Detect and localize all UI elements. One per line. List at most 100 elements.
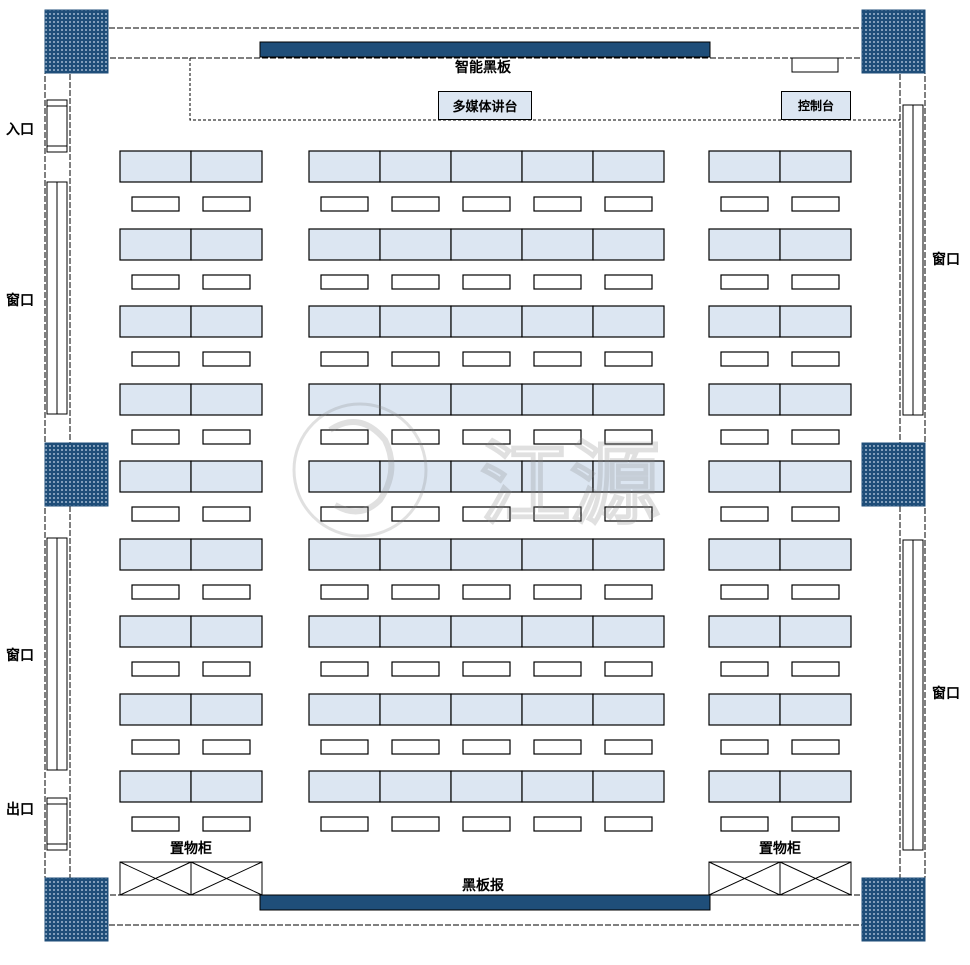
window-left-bottom-label: 窗口 <box>6 648 34 664</box>
chair <box>320 429 369 445</box>
chair <box>533 584 582 600</box>
pillar-bottom-left <box>44 877 109 942</box>
chair <box>791 584 840 600</box>
chair <box>720 661 769 677</box>
chair <box>391 429 440 445</box>
chair <box>720 351 769 367</box>
desk <box>450 615 523 648</box>
desk <box>521 770 594 803</box>
chair <box>533 816 582 832</box>
desk <box>450 693 523 726</box>
desk <box>190 770 263 803</box>
chair <box>533 274 582 290</box>
desk <box>521 383 594 416</box>
chair <box>202 506 251 522</box>
desk <box>521 150 594 183</box>
smart-blackboard <box>259 41 711 58</box>
desk <box>521 460 594 493</box>
desk <box>308 538 381 571</box>
chair <box>533 196 582 212</box>
desk <box>308 228 381 261</box>
chair <box>462 739 511 755</box>
desk <box>521 693 594 726</box>
desk <box>592 305 665 338</box>
desk <box>779 228 852 261</box>
desk <box>308 615 381 648</box>
chair <box>791 274 840 290</box>
window-right-bottom-label: 窗口 <box>932 686 960 702</box>
chair <box>320 196 369 212</box>
blackboard-newspaper <box>259 894 711 911</box>
chair <box>720 274 769 290</box>
chair <box>720 584 769 600</box>
chair <box>391 274 440 290</box>
chair <box>320 739 369 755</box>
desk <box>592 538 665 571</box>
chair <box>462 661 511 677</box>
desk <box>190 228 263 261</box>
desk <box>119 770 192 803</box>
podium-label: 多媒体讲台 <box>438 91 532 120</box>
desk <box>779 460 852 493</box>
chair <box>131 661 180 677</box>
chair <box>791 429 840 445</box>
desk <box>190 383 263 416</box>
desk <box>119 615 192 648</box>
desk <box>592 693 665 726</box>
desk <box>379 538 452 571</box>
chair <box>202 429 251 445</box>
desk <box>119 228 192 261</box>
pillar-mid-right <box>861 442 926 507</box>
desk <box>190 150 263 183</box>
desk <box>379 693 452 726</box>
desk <box>779 305 852 338</box>
chair <box>320 661 369 677</box>
desk <box>779 150 852 183</box>
chair <box>131 584 180 600</box>
chair <box>320 584 369 600</box>
chair <box>462 584 511 600</box>
chair <box>604 506 653 522</box>
chair <box>131 351 180 367</box>
desk <box>450 228 523 261</box>
desk <box>379 460 452 493</box>
desk <box>708 383 781 416</box>
desk <box>308 693 381 726</box>
desk <box>450 770 523 803</box>
desk <box>521 538 594 571</box>
desk <box>708 228 781 261</box>
chair <box>202 661 251 677</box>
chair <box>604 351 653 367</box>
chair <box>462 429 511 445</box>
chair <box>462 816 511 832</box>
desk <box>779 615 852 648</box>
desk <box>119 383 192 416</box>
locker-left <box>119 861 263 896</box>
desk <box>119 460 192 493</box>
chair <box>791 661 840 677</box>
desk <box>521 615 594 648</box>
desk <box>190 460 263 493</box>
desk <box>779 538 852 571</box>
chair <box>391 739 440 755</box>
chair <box>791 506 840 522</box>
chair <box>320 816 369 832</box>
chair <box>391 351 440 367</box>
chair <box>320 351 369 367</box>
chair <box>320 274 369 290</box>
desk <box>119 693 192 726</box>
desk <box>708 538 781 571</box>
locker-left-label: 置物柜 <box>170 841 212 857</box>
locker-right-label: 置物柜 <box>759 841 801 857</box>
chair <box>604 429 653 445</box>
exit-label: 出口 <box>6 802 34 818</box>
console-stool <box>791 57 839 73</box>
window-left-top-label: 窗口 <box>6 293 34 309</box>
chair <box>202 274 251 290</box>
chair <box>320 506 369 522</box>
chair <box>533 739 582 755</box>
desk <box>708 150 781 183</box>
desk <box>308 305 381 338</box>
desk <box>592 383 665 416</box>
